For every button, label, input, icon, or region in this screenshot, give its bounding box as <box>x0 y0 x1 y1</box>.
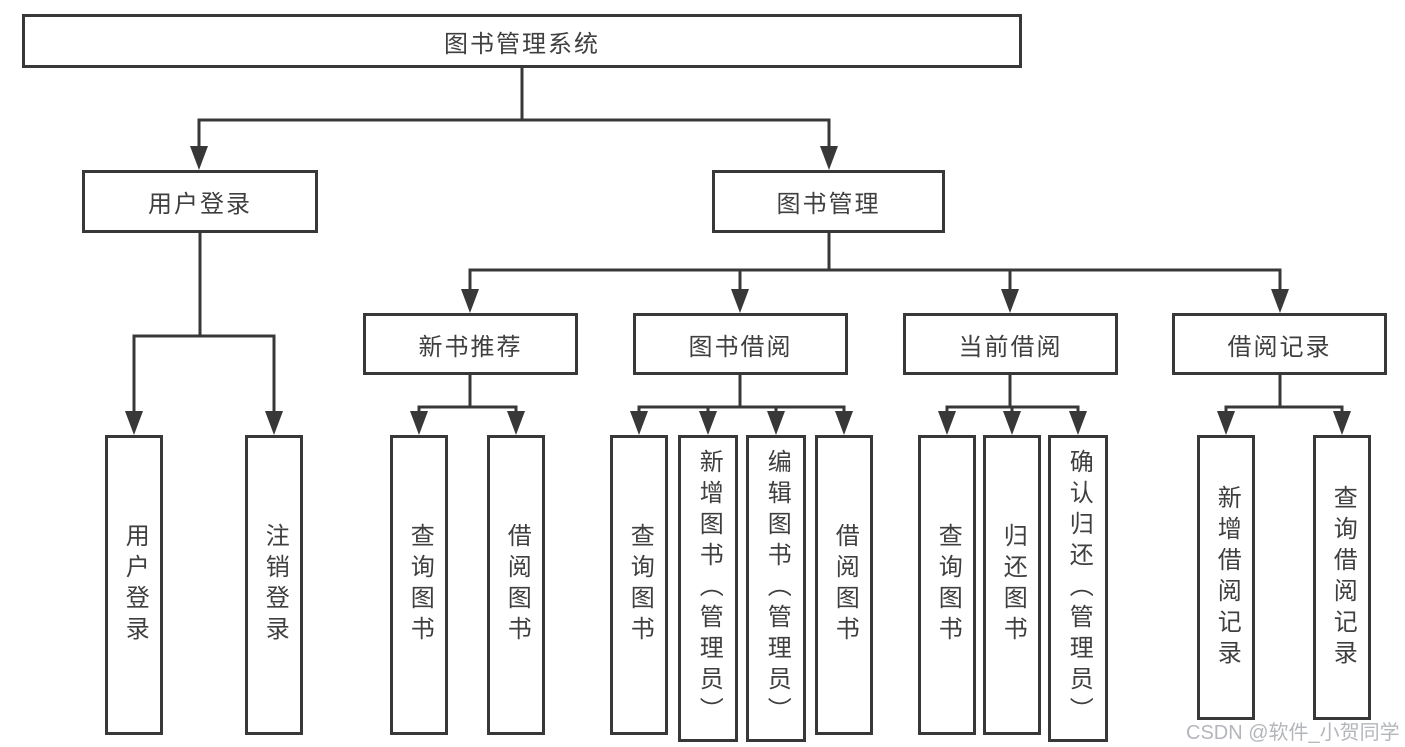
leaf-logout-label: 注销登录 <box>261 523 289 647</box>
leaf-newbook-query: 查询图书 <box>390 435 448 735</box>
node-current-borrowing: 当前借阅 <box>903 313 1118 375</box>
leaf-borrow-add-admin: 新增图书（管理员） <box>678 435 738 742</box>
leaf-record-add: 新增借阅记录 <box>1197 435 1255 720</box>
arrowhead-icon <box>767 411 785 435</box>
csdn-watermark: CSDN @软件_小贺同学 <box>1186 722 1400 744</box>
node-user-login-label: 用户登录 <box>148 191 252 218</box>
node-user-login: 用户登录 <box>82 170 318 233</box>
node-borrowing-records-label: 借阅记录 <box>1227 333 1332 361</box>
arrowhead-icon <box>125 411 143 435</box>
node-root-label: 图书管理系统 <box>444 30 600 58</box>
leaf-borrow-edit-admin-label: 编辑图书（管理员） <box>763 449 791 728</box>
arrowhead-icon <box>507 411 525 435</box>
leaf-borrow-borrow: 借阅图书 <box>815 435 873 735</box>
leaf-current-confirm-admin: 确认归还（管理员） <box>1048 435 1108 742</box>
arrowhead-icon <box>1333 411 1351 435</box>
leaf-newbook-borrow: 借阅图书 <box>487 435 545 735</box>
leaf-logout: 注销登录 <box>245 435 303 735</box>
arrowhead-icon <box>699 411 717 435</box>
arrowhead-icon <box>1001 289 1019 313</box>
leaf-borrow-query: 查询图书 <box>610 435 668 735</box>
arrowhead-icon <box>190 146 208 170</box>
leaf-current-return: 归还图书 <box>983 435 1041 735</box>
arrowhead-icon <box>938 411 956 435</box>
leaf-borrow-query-label: 查询图书 <box>626 523 654 647</box>
arrowhead-icon <box>1217 411 1235 435</box>
leaf-current-return-label: 归还图书 <box>999 523 1027 647</box>
arrowhead-icon <box>1069 411 1087 435</box>
node-new-book-recommend-label: 新书推荐 <box>418 333 523 361</box>
arrowhead-icon <box>820 146 838 170</box>
node-current-borrowing-label: 当前借阅 <box>958 333 1063 361</box>
leaf-newbook-borrow-label: 借阅图书 <box>503 523 531 647</box>
node-book-borrowing: 图书借阅 <box>633 313 848 375</box>
leaf-record-query: 查询借阅记录 <box>1313 435 1371 720</box>
leaf-borrow-edit-admin: 编辑图书（管理员） <box>746 435 806 742</box>
arrowhead-icon <box>1271 289 1289 313</box>
leaf-user-login-label: 用户登录 <box>121 523 149 647</box>
leaf-borrow-add-admin-label: 新增图书（管理员） <box>695 449 723 728</box>
leaf-record-query-label: 查询借阅记录 <box>1329 484 1357 671</box>
leaf-newbook-query-label: 查询图书 <box>406 523 434 647</box>
arrowhead-icon <box>410 411 428 435</box>
node-new-book-recommend: 新书推荐 <box>363 313 578 375</box>
arrowhead-icon <box>265 411 283 435</box>
arrowhead-icon <box>461 289 479 313</box>
node-book-borrowing-label: 图书借阅 <box>688 333 793 361</box>
node-book-management: 图书管理 <box>712 170 945 233</box>
arrowhead-icon <box>630 411 648 435</box>
leaf-current-query: 查询图书 <box>918 435 976 735</box>
arrowhead-icon <box>731 289 749 313</box>
leaf-current-query-label: 查询图书 <box>934 523 962 647</box>
node-borrowing-records: 借阅记录 <box>1172 313 1387 375</box>
leaf-user-login: 用户登录 <box>105 435 163 735</box>
node-book-management-label: 图书管理 <box>776 191 881 218</box>
arrowhead-icon <box>1003 411 1021 435</box>
leaf-current-confirm-admin-label: 确认归还（管理员） <box>1065 449 1093 728</box>
leaf-record-add-label: 新增借阅记录 <box>1213 484 1241 671</box>
leaf-borrow-borrow-label: 借阅图书 <box>831 523 859 647</box>
node-root: 图书管理系统 <box>22 14 1022 68</box>
arrowhead-icon <box>835 411 853 435</box>
